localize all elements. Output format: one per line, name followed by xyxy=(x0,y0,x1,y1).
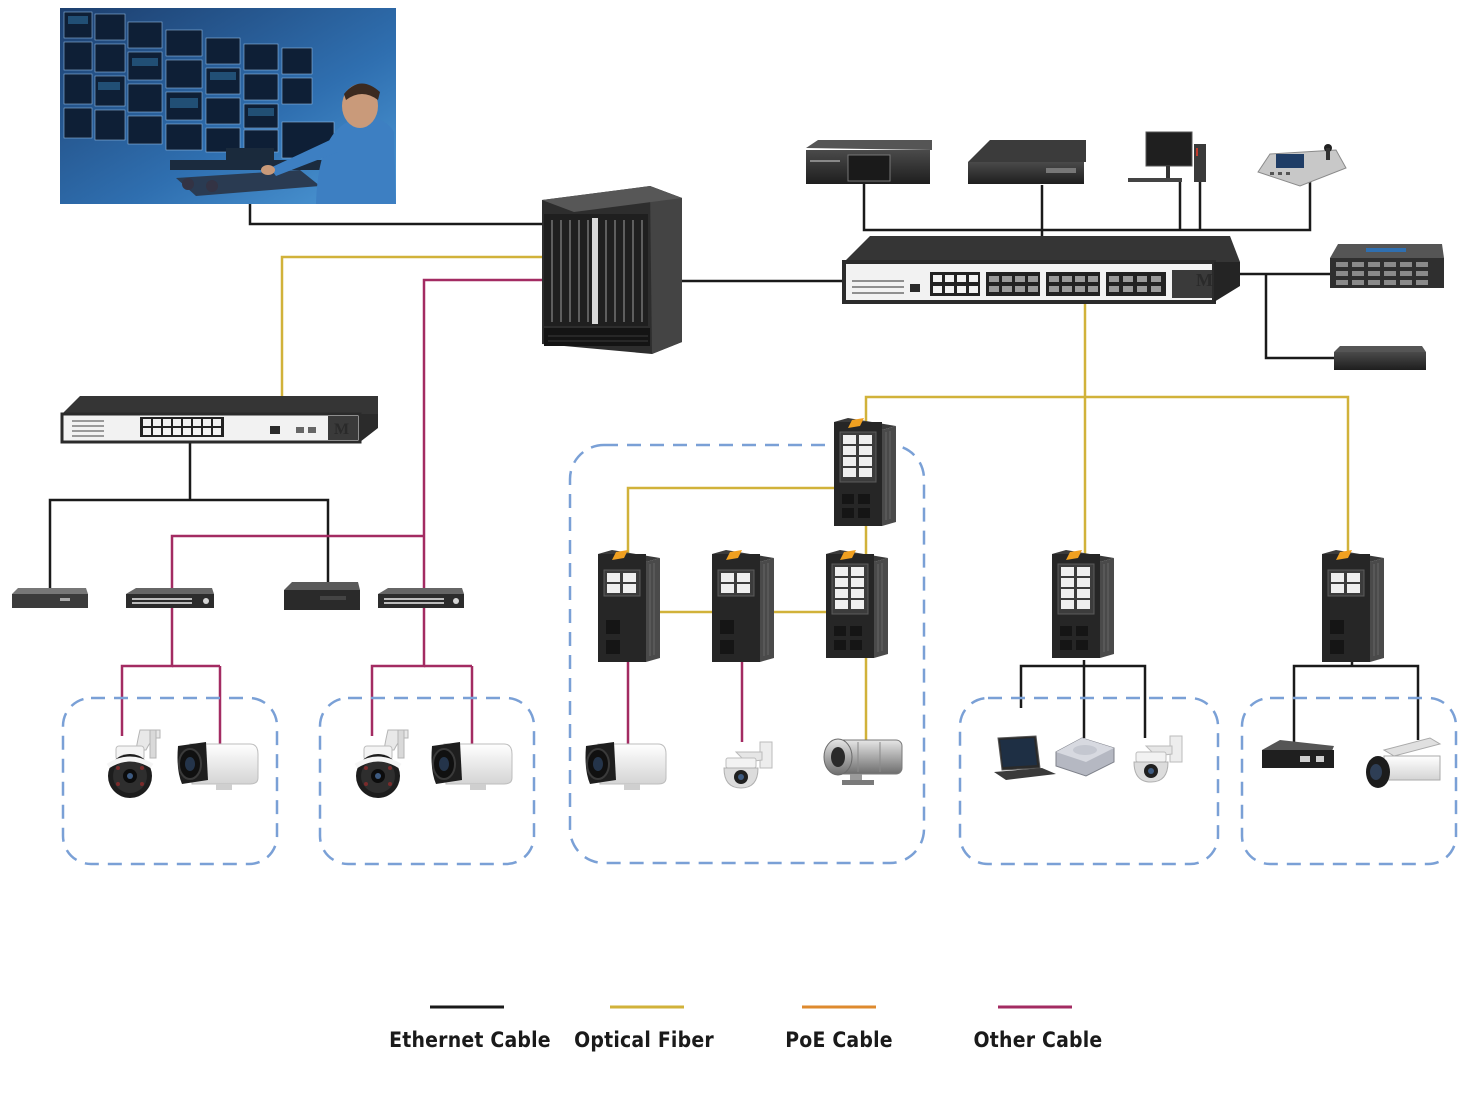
other-decoder-bus xyxy=(170,534,424,592)
other-core-to-decoders xyxy=(422,278,542,590)
rack-switch-icon: M xyxy=(842,236,1240,304)
nvr-icon xyxy=(1334,346,1426,370)
ethernet-aggregation-to-clients xyxy=(862,180,1312,232)
access-switch-icon: M xyxy=(60,396,378,444)
bullet-camera-1-icon xyxy=(176,741,259,791)
bullet-camera-3-icon xyxy=(584,741,667,791)
cable-other-group xyxy=(120,278,744,746)
fiber-core-to-access-switch xyxy=(280,255,542,396)
ptz-keyboard-icon xyxy=(1257,144,1347,187)
ethernet-access-to-devices xyxy=(48,498,330,590)
fiber-ring-top xyxy=(864,395,1350,556)
din-rail-switch-d-icon xyxy=(1051,549,1115,659)
storage-server-icon xyxy=(1330,244,1444,288)
decoder-icon xyxy=(1262,740,1334,768)
dome-camera-wall-2-icon xyxy=(1133,735,1183,783)
workstation-icon xyxy=(1128,131,1206,182)
access-point-icon xyxy=(1055,737,1115,777)
zone-camera-group-1 xyxy=(61,696,279,866)
encoder-box-icon xyxy=(284,582,360,610)
svg-text:M: M xyxy=(1196,270,1213,290)
zone-box-camera-group xyxy=(1240,696,1458,866)
svg-text:M: M xyxy=(334,421,349,438)
zone-wireless-group xyxy=(958,696,1220,866)
video-wall-operator-photo xyxy=(60,8,396,204)
din-rail-switch-c-icon xyxy=(825,549,889,659)
box-camera-icon xyxy=(1366,737,1442,788)
cable-ethernet-group xyxy=(48,180,1420,742)
din-rail-switch-a-icon xyxy=(597,549,661,663)
dome-camera-wall-icon xyxy=(723,741,773,789)
laptop-icon xyxy=(994,735,1056,780)
nvr-recorder-icon xyxy=(806,140,932,184)
zone-industrial-ring xyxy=(568,443,926,865)
chassis-switch-icon xyxy=(542,186,682,354)
bullet-camera-2-icon xyxy=(430,741,513,791)
ethernet-switch-e-devices xyxy=(1292,664,1420,742)
din-rail-switch-e-icon xyxy=(1321,549,1385,663)
ethernet-monitor-to-core xyxy=(248,202,542,226)
other-decoder-b-cams xyxy=(370,608,426,736)
legend-label-ethernet: Ethernet Cable xyxy=(389,1028,551,1052)
other-decoder-a-cams xyxy=(120,608,174,736)
din-rail-switch-b-icon xyxy=(711,549,775,663)
legend-label-fiber: Optical Fiber xyxy=(574,1028,714,1052)
ptz-dome-camera-2-icon xyxy=(356,730,408,798)
video-server-a-icon xyxy=(126,588,214,608)
din-rail-switch-master-icon xyxy=(833,417,897,527)
ethernet-aggregation-to-nvr xyxy=(1264,274,1334,360)
rack-server-icon xyxy=(968,140,1086,184)
cable-fiber-group xyxy=(280,255,1350,742)
fiber-ring-to-switch-a xyxy=(626,486,836,556)
legend-label-other: Other Cable xyxy=(973,1028,1103,1052)
zones xyxy=(61,443,1458,866)
ptz-dome-camera-1-icon xyxy=(108,730,160,798)
decoder-box-left-icon xyxy=(12,588,88,608)
video-server-b-icon xyxy=(378,588,464,608)
zone-camera-group-2 xyxy=(318,696,536,866)
explosion-proof-camera-icon xyxy=(823,738,903,785)
legend-label-poe: PoE Cable xyxy=(785,1028,893,1052)
